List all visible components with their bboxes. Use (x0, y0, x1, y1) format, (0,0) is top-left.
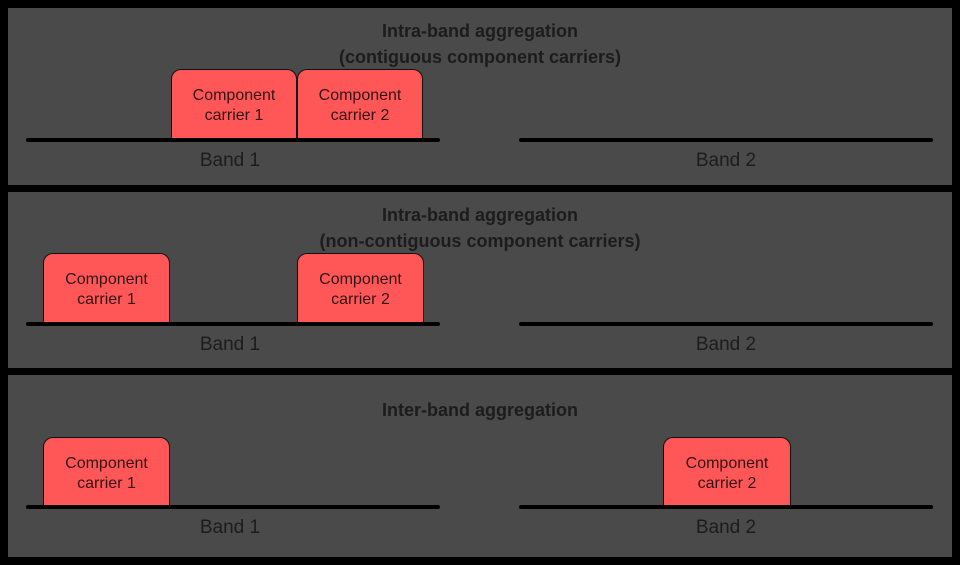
band-line-2 (519, 322, 933, 326)
panel-intra-band-non-contiguous: Intra-band aggregation (non-contiguous c… (8, 192, 952, 368)
band-line-2 (519, 505, 933, 509)
panel-subtitle-text: (contiguous component carriers) (338, 47, 622, 67)
carrier-label: Component carrier 2 (318, 87, 402, 124)
panel-title-text: Intra-band aggregation (381, 21, 578, 41)
band-label-2: Band 2 (695, 150, 757, 171)
band-line-1 (26, 505, 440, 509)
carrier-label: Component carrier 1 (192, 87, 276, 124)
carrier-label: Component carrier 1 (65, 454, 148, 492)
carrier-label: Component carrier 2 (319, 271, 402, 308)
carrier-box-1: Component carrier 1 (43, 253, 170, 326)
carrier-box-1: Component carrier 1 (43, 437, 170, 509)
carrier-box-2: Component carrier 2 (297, 69, 423, 142)
band-line-1 (26, 322, 440, 326)
band-label-1: Band 1 (199, 334, 261, 355)
panel-title-text: Intra-band aggregation (381, 205, 578, 225)
band-label-2: Band 2 (695, 517, 757, 538)
band-label-1: Band 1 (199, 517, 261, 538)
band-line-2 (519, 138, 933, 142)
carrier-box-1: Component carrier 1 (171, 69, 297, 142)
panel-title: Inter-band aggregation (8, 397, 952, 423)
panel-inter-band: Inter-band aggregation Component carrier… (8, 375, 952, 557)
panel-subtitle-text: (non-contiguous component carriers) (319, 231, 641, 251)
carrier-label: Component carrier 1 (65, 271, 148, 308)
panel-title-text: Inter-band aggregation (381, 400, 578, 420)
carrier-label: Component carrier 2 (685, 454, 769, 492)
carrier-box-2: Component carrier 2 (663, 437, 791, 509)
panel-title: Intra-band aggregation (non-contiguous c… (8, 202, 952, 254)
panel-intra-band-contiguous: Intra-band aggregation (contiguous compo… (8, 8, 952, 185)
band-label-1: Band 1 (199, 150, 261, 171)
panel-title: Intra-band aggregation (contiguous compo… (8, 18, 952, 70)
band-label-2: Band 2 (695, 334, 757, 355)
band-line-1 (26, 138, 440, 142)
carrier-box-2: Component carrier 2 (297, 253, 424, 326)
